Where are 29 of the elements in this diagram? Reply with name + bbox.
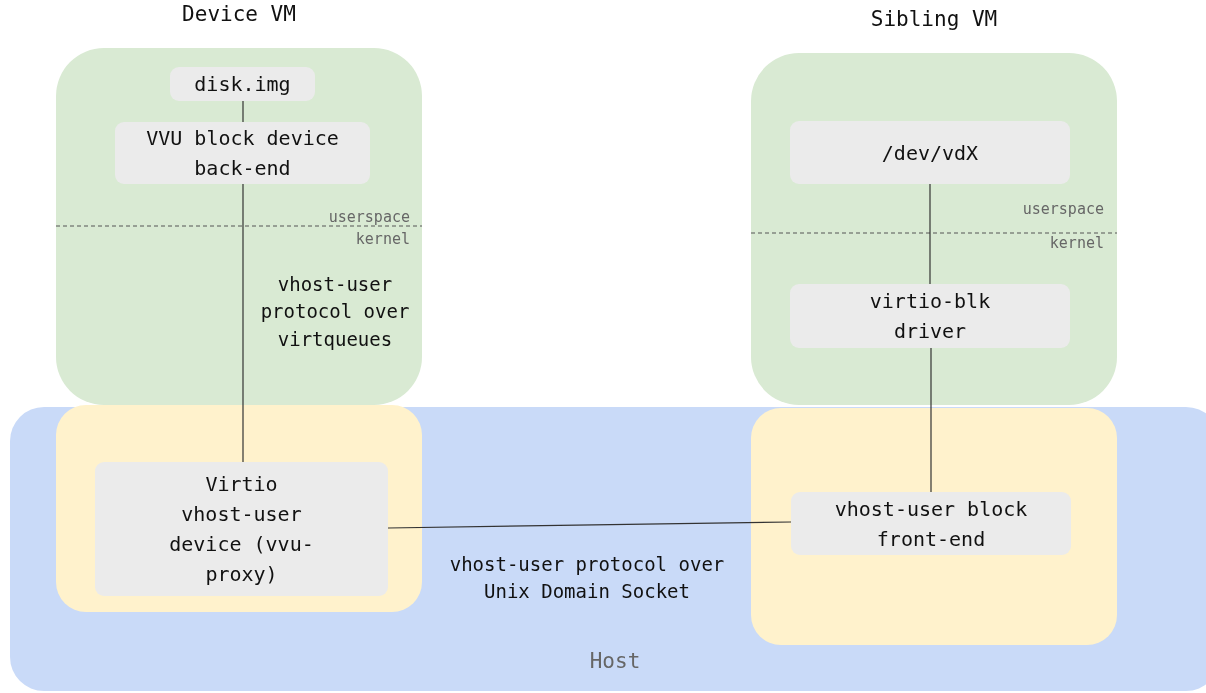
connector-line xyxy=(242,100,244,123)
component-label: virtio-blk driver xyxy=(868,288,992,345)
region-title: Device VM xyxy=(181,2,297,26)
component-label: Virtio vhost-user device (vvu-proxy) xyxy=(168,471,315,588)
component-label: disk.img xyxy=(194,71,291,98)
layer-label: kernel xyxy=(355,230,410,248)
component-box xyxy=(95,462,388,596)
component-box xyxy=(791,492,1071,555)
component-box xyxy=(170,67,315,101)
layer-label: userspace xyxy=(328,208,410,226)
component-label: /dev/vdX xyxy=(881,139,979,167)
region-title: Host xyxy=(588,649,642,673)
edge-label: vhost-user protocol over Unix Domain Socket xyxy=(448,551,726,605)
component-box xyxy=(115,122,370,184)
connector-line xyxy=(929,183,931,285)
component-label: vhost-user block front-end xyxy=(833,495,1029,553)
edge-label: vhost-user protocol over virtqueues xyxy=(259,271,411,352)
component-box xyxy=(790,121,1070,184)
layer-label: kernel xyxy=(1049,234,1104,252)
connector-line xyxy=(930,347,932,493)
host-region xyxy=(10,407,1206,691)
layer-label: userspace xyxy=(1022,200,1104,218)
region-title: Sibling VM xyxy=(869,7,999,31)
component-box xyxy=(790,284,1070,348)
process-region xyxy=(751,408,1117,645)
component-label: VVU block device back-end xyxy=(145,125,340,182)
connector-line xyxy=(242,183,244,463)
process-region xyxy=(56,405,422,612)
connector-line xyxy=(387,521,792,529)
